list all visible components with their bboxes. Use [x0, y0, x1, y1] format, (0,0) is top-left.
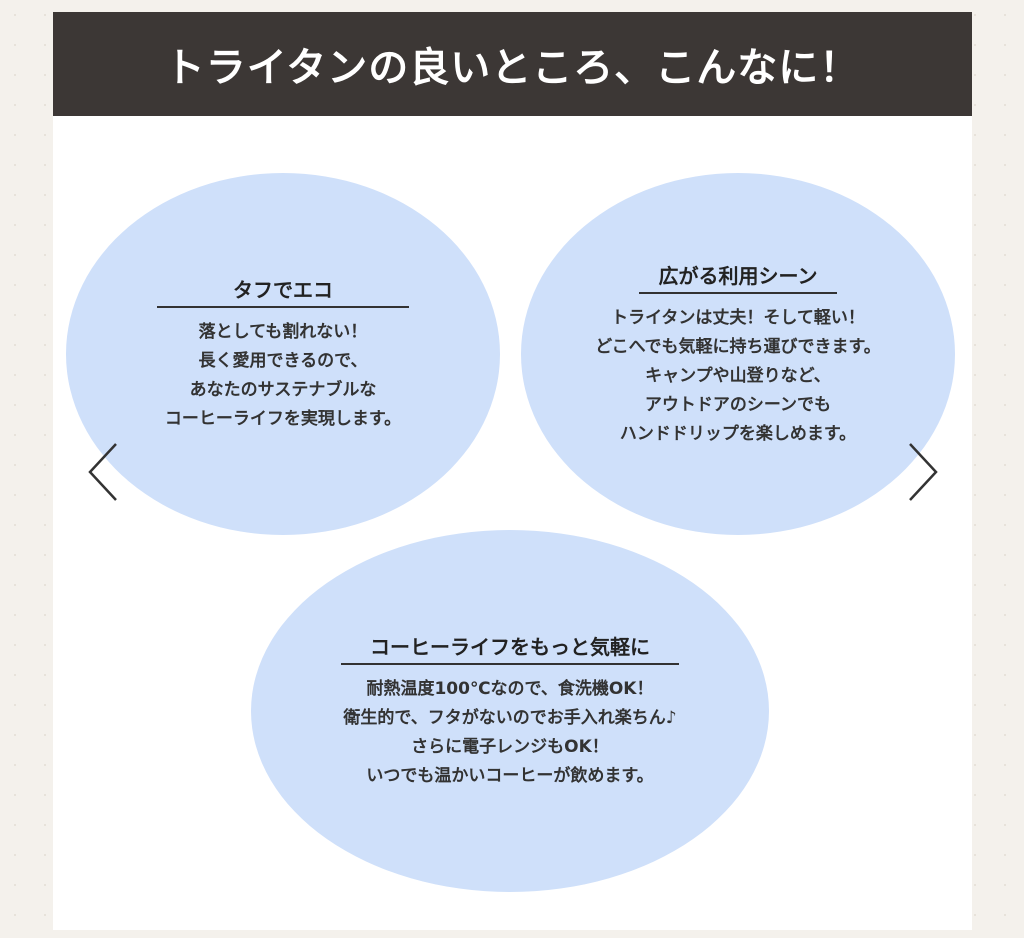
- feature-line: 落としても割れない！: [198, 322, 368, 342]
- feature-line: コーヒーライフを実現します。: [164, 409, 402, 429]
- header-bar: トライタンの良いところ、こんなに！: [53, 12, 972, 116]
- feature-description: 落としても割れない！ 長く愛用できるので、 あなたのサステナブルな コーヒーライ…: [165, 318, 401, 434]
- feature-line: 耐熱温度100℃なので、食洗機OK！: [366, 679, 654, 699]
- feature-line: いつでも温かいコーヒーが飲めます。: [366, 766, 654, 786]
- feature-line: あなたのサステナブルな: [189, 380, 377, 400]
- feature-card-coffee-life: コーヒーライフをもっと気軽に 耐熱温度100℃なので、食洗機OK！ 衛生的で、フ…: [251, 530, 769, 892]
- feature-line: トライタンは丈夫！そして軽い！: [611, 307, 865, 328]
- feature-line: どこへでも気軽に持ち運びできます。: [595, 336, 881, 357]
- feature-line: 長く愛用できるので、: [198, 351, 368, 371]
- carousel-prev-button[interactable]: [84, 440, 124, 504]
- feature-card-tough-eco: タフでエコ 落としても割れない！ 長く愛用できるので、 あなたのサステナブルな …: [66, 173, 500, 535]
- chevron-left-icon: [88, 443, 117, 501]
- feature-title: 広がる利用シーン: [639, 260, 837, 294]
- feature-line: キャンプや山登りなど、: [645, 365, 831, 386]
- chevron-right-icon: [909, 443, 938, 501]
- feature-line: さらに電子レンジもOK！: [411, 737, 609, 757]
- feature-line: アウトドアのシーンでも: [644, 394, 832, 415]
- page-title: トライタンの良いところ、こんなに！: [164, 45, 861, 91]
- feature-description: 耐熱温度100℃なので、食洗機OK！ 衛生的で、フタがないのでお手入れ楽ちん♪ …: [343, 675, 676, 791]
- feature-title: タフでエコ: [157, 274, 409, 308]
- carousel-next-button[interactable]: [902, 440, 942, 504]
- feature-card-usage-scenes: 広がる利用シーン トライタンは丈夫！そして軽い！ どこへでも気軽に持ち運びできま…: [521, 173, 955, 535]
- feature-panel: トライタンの良いところ、こんなに！ タフでエコ 落としても割れない！ 長く愛用で…: [53, 12, 972, 930]
- feature-line: 衛生的で、フタがないのでお手入れ楽ちん♪: [343, 708, 677, 728]
- feature-line: ハンドドリップを楽しめます。: [619, 423, 857, 444]
- feature-description: トライタンは丈夫！そして軽い！ どこへでも気軽に持ち運びできます。 キャンプや山…: [595, 304, 881, 449]
- feature-title: コーヒーライフをもっと気軽に: [341, 631, 679, 665]
